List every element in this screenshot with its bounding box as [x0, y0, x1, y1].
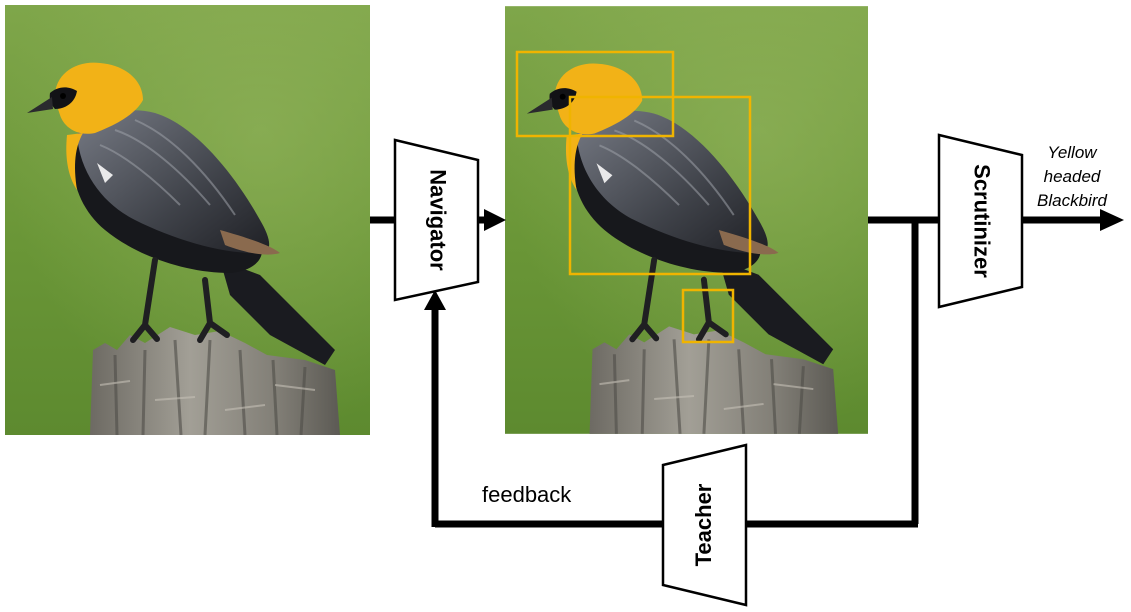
output-label: Yellow headed Blackbird [1037, 143, 1107, 210]
arrow-to-output [1100, 209, 1124, 231]
arrow-to-region-image [484, 209, 506, 231]
connectors [370, 216, 1100, 528]
teacher-label: Teacher [691, 483, 716, 566]
output-label-line1: Yellow [1047, 143, 1098, 162]
feedback-label: feedback [482, 482, 572, 507]
region-box-feet [681, 288, 735, 344]
teacher-module: Teacher [661, 443, 748, 607]
arrowheads [424, 209, 1124, 310]
output-label-line2: headed [1044, 167, 1101, 186]
navigator-module: Navigator [393, 138, 480, 302]
arrow-to-navigator [424, 290, 446, 310]
region-box-head [515, 50, 675, 138]
region-box-body [568, 95, 752, 276]
scrutinizer-module: Scrutinizer [937, 133, 1024, 309]
region-boxes [515, 50, 752, 344]
input-image [5, 5, 370, 435]
region-image [505, 6, 868, 434]
navigator-label: Navigator [426, 169, 451, 271]
output-label-line3: Blackbird [1037, 191, 1107, 210]
scrutinizer-label: Scrutinizer [970, 164, 995, 278]
